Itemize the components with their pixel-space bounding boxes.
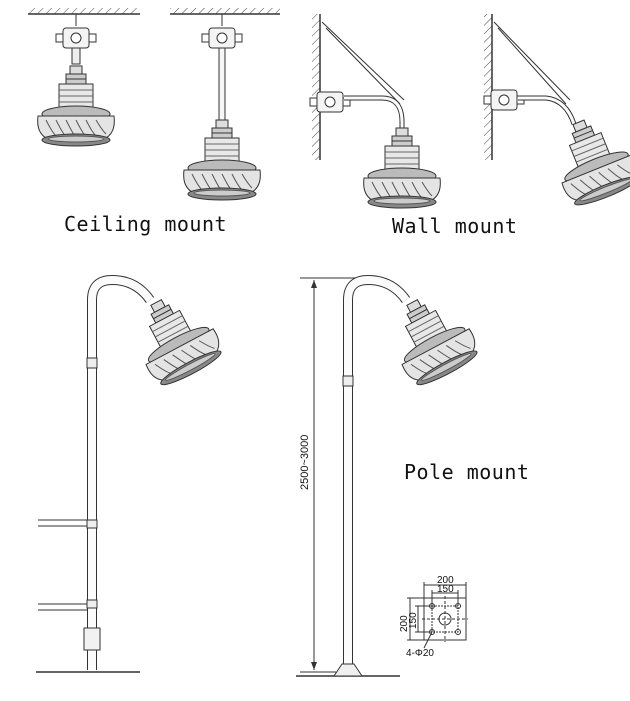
plate-height-inner-label: 150 bbox=[408, 612, 419, 629]
plate-height-outer-label: 200 bbox=[399, 615, 410, 632]
mounting-plate-drawing bbox=[407, 582, 468, 649]
pole-mount-figure-right bbox=[296, 274, 485, 677]
ceiling-mount-direct-figure bbox=[28, 8, 140, 147]
ceiling-mount-caption: Ceiling mount bbox=[64, 212, 228, 236]
wall-mount-figure-left bbox=[309, 14, 441, 209]
pole-mount-caption: Pole mount bbox=[404, 460, 530, 484]
plate-width-inner-label: 150 bbox=[437, 584, 454, 595]
plate-width-outer-label: 200 bbox=[437, 575, 454, 586]
wall-mount-figure-right bbox=[483, 14, 630, 212]
pole-height-label: 2500~3000 bbox=[299, 435, 311, 490]
wall-mount-caption: Wall mount bbox=[392, 214, 518, 238]
pole-mount-figure-left bbox=[36, 274, 229, 673]
plate-holes-label: 4-Φ20 bbox=[406, 648, 434, 659]
ceiling-mount-pendant-figure bbox=[170, 8, 280, 201]
